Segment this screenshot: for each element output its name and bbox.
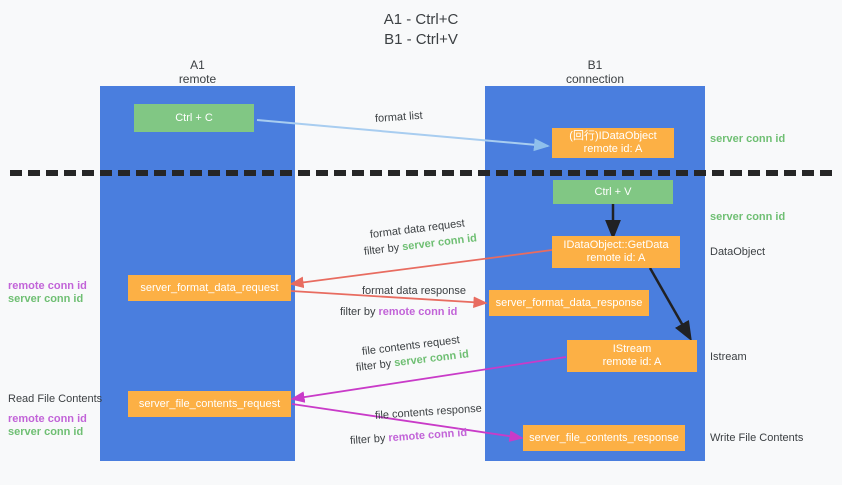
label-dataobject: DataObject — [710, 246, 766, 258]
annotation-file-contents-response: file contents response — [374, 402, 483, 422]
box-marshalled-idataobject-line2: remote id: A — [583, 143, 643, 155]
box-ctrl-c[interactable]: Ctrl + C — [134, 104, 254, 132]
column-header-a1-name: A1 — [190, 58, 205, 72]
box-ctrl-v[interactable]: Ctrl + V — [553, 180, 673, 204]
column-header-b1-sub: connection — [565, 72, 625, 86]
phase-separator — [10, 170, 832, 176]
annotation-format-data-response-filter-prefix: filter by — [340, 306, 379, 318]
label-remote-conn-id-lower: remote conn id — [8, 413, 87, 425]
column-header-a1: A1 remote — [100, 58, 295, 86]
annotation-format-data-response: format data response — [362, 285, 466, 297]
annotation-format-data-response-filter: filter by remote conn id — [340, 305, 457, 319]
page-title: A1 - Ctrl+C B1 - Ctrl+V — [383, 11, 459, 48]
column-header-a1-sub: remote — [178, 72, 217, 86]
box-server-format-data-request-label: server_format_data_request — [140, 281, 279, 294]
column-header-b1-name: B1 — [587, 58, 603, 72]
annotation-file-contents-response-filter-prefix: filter by — [349, 432, 389, 447]
box-idataobject-getdata[interactable]: IDataObject::GetData remote id: A — [552, 236, 680, 268]
box-istream-line1: IStream — [612, 343, 652, 355]
box-marshalled-idataobject-line1: (回行)IDataObject — [569, 130, 657, 142]
box-marshalled-idataobject[interactable]: (回行)IDataObject remote id: A — [552, 128, 674, 158]
label-istream: Istream — [710, 351, 747, 363]
box-server-file-contents-request[interactable]: server_file_contents_request — [128, 391, 291, 417]
box-server-file-contents-request-label: server_file_contents_request — [138, 397, 281, 410]
label-server-conn-id-mid: server conn id — [710, 211, 786, 223]
annotation-format-list: format list — [374, 109, 423, 125]
label-remote-conn-id-upper: remote conn id — [8, 280, 87, 292]
box-server-file-contents-response-label: server_file_contents_response — [529, 431, 679, 444]
annotation-file-contents-response-filter: filter by remote conn id — [350, 426, 468, 448]
column-header-b1: B1 connection — [485, 58, 705, 86]
annotation-format-data-response-filter-value: remote conn id — [378, 306, 458, 318]
box-idataobject-getdata-line2: remote id: A — [586, 252, 646, 264]
box-istream-line2: remote id: A — [602, 356, 662, 368]
box-ctrl-v-label: Ctrl + V — [594, 185, 632, 198]
box-server-format-data-response[interactable]: server_format_data_response — [489, 290, 649, 316]
annotation-format-data-request-filter-prefix: filter by — [363, 241, 403, 258]
label-server-conn-id-upper: server conn id — [8, 293, 84, 305]
box-idataobject-getdata-line1: IDataObject::GetData — [563, 239, 669, 251]
box-server-format-data-response-label: server_format_data_response — [495, 296, 643, 309]
annotation-file-contents-response-filter-value: remote conn id — [388, 426, 468, 445]
label-write-file-contents: Write File Contents — [710, 432, 804, 444]
box-server-format-data-request[interactable]: server_format_data_request — [128, 275, 291, 301]
annotation-file-contents-request-filter-prefix: filter by — [355, 357, 395, 374]
label-server-conn-id-lower: server conn id — [8, 426, 84, 438]
box-ctrl-c-label: Ctrl + C — [175, 111, 213, 124]
label-server-conn-id-top: server conn id — [710, 133, 786, 145]
label-read-file-contents: Read File Contents — [8, 393, 103, 405]
box-server-file-contents-response[interactable]: server_file_contents_response — [523, 425, 685, 451]
box-istream[interactable]: IStream remote id: A — [567, 340, 697, 372]
